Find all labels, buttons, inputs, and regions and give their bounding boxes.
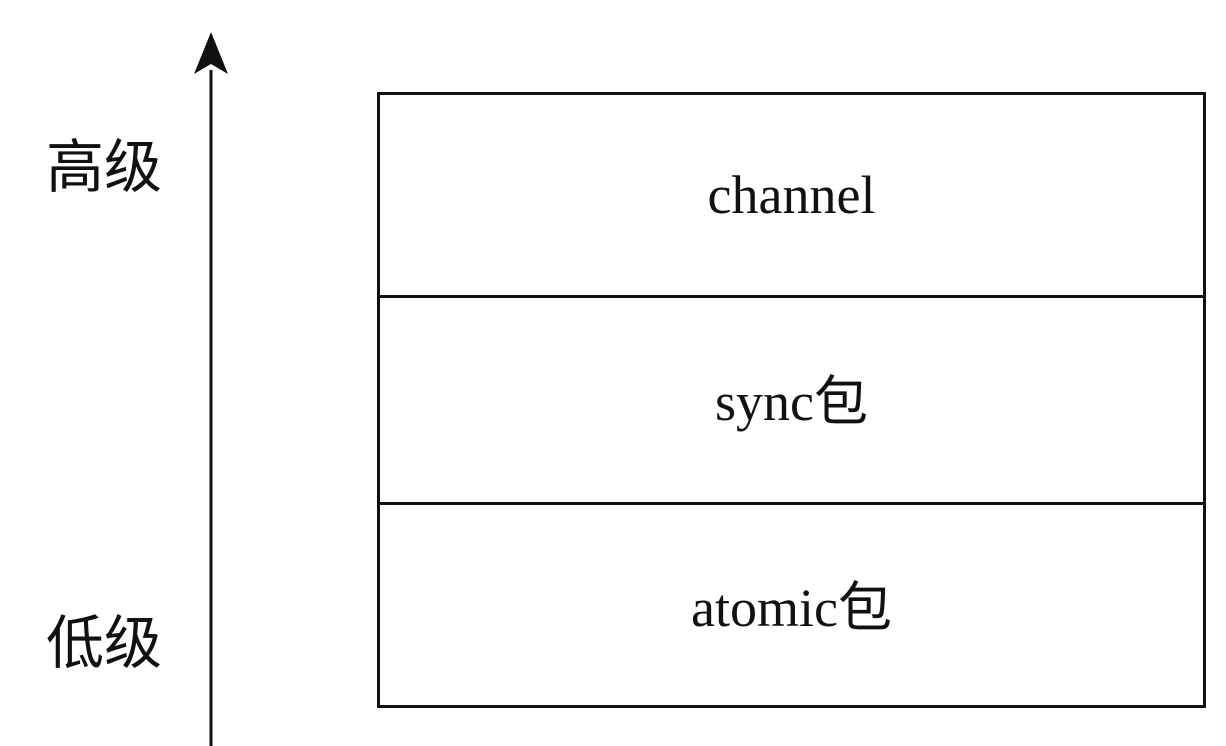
low-level-label: 低级 (46, 609, 163, 677)
arrowhead-up-icon (194, 32, 228, 74)
layer-atomic-package: atomic包 (380, 502, 1203, 711)
layer-sync-package: sync包 (380, 295, 1203, 505)
layer-channel: channel (380, 95, 1203, 295)
high-level-label: 高级 (46, 133, 163, 201)
layer-label: channel (707, 165, 876, 225)
level-axis-arrow (194, 32, 228, 746)
layer-label: atomic包 (691, 578, 892, 638)
layer-label: sync包 (715, 371, 868, 432)
layer-stack: channel sync包 atomic包 (377, 92, 1206, 708)
